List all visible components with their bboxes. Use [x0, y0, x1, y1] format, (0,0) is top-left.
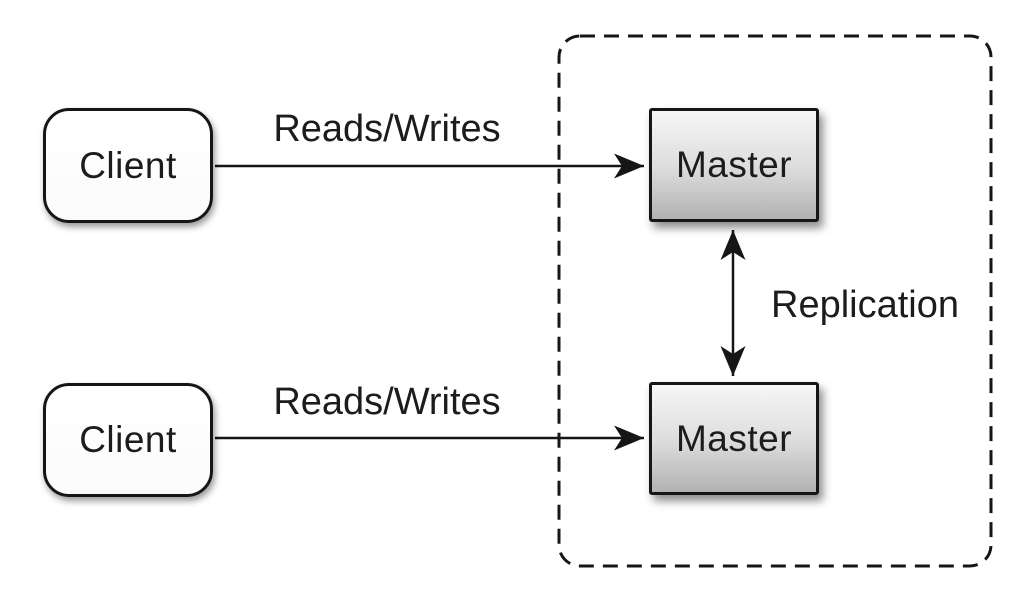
reads-writes-label-bottom: Reads/Writes	[273, 381, 501, 423]
master-node-bottom: Master	[649, 382, 819, 495]
reads-writes-label-top: Reads/Writes	[273, 108, 501, 150]
replication-group-border	[557, 34, 993, 568]
replication-label: Replication	[771, 284, 959, 326]
master-node-bottom-label: Master	[675, 417, 793, 459]
client-node-top: Client	[43, 108, 213, 223]
client-node-top-label: Client	[79, 144, 177, 186]
client-node-bottom: Client	[43, 383, 213, 497]
master-node-top-label: Master	[675, 144, 793, 185]
client-node-bottom-label: Client	[79, 419, 177, 460]
master-node-top: Master	[649, 108, 819, 222]
